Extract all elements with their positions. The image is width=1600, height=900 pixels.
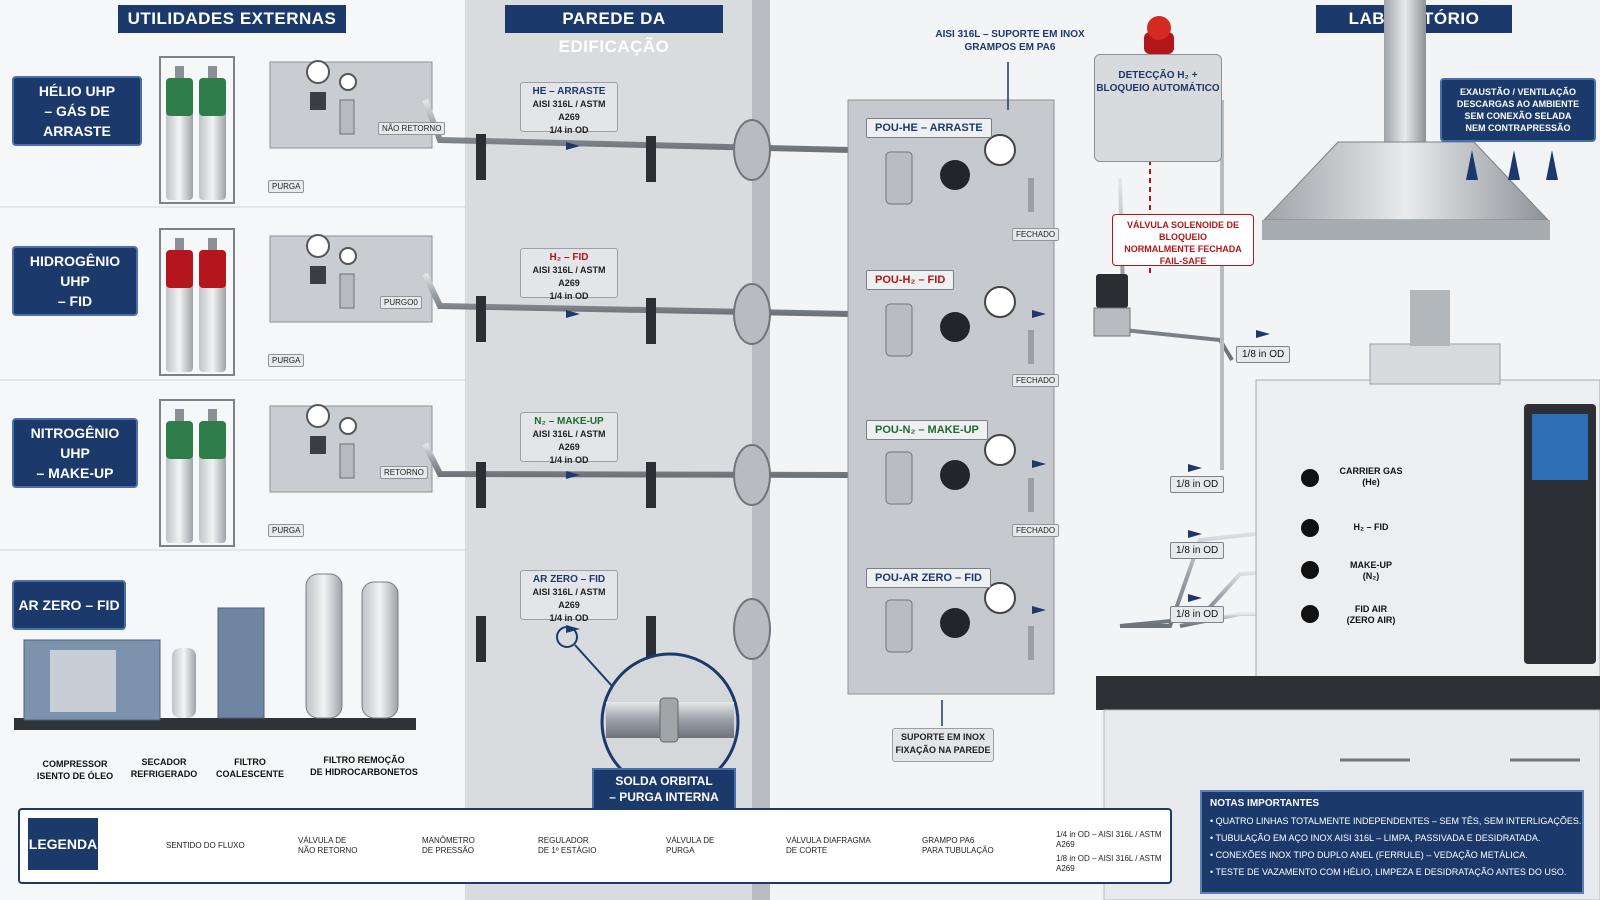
legend-title: LEGENDA [28,818,98,870]
pou-label-zero-air: POU-AR ZERO – FID [866,568,991,588]
gc-inlet-carrier: CARRIER GAS(He) [1339,466,1403,487]
note-item: • TESTE DE VAZAMENTO COM HÉLIO, LIMPEZA … [1210,867,1567,877]
cylinder-rack-h2 [159,228,235,376]
h2-detection-panel: DETECÇÃO H₂ +BLOQUEIO AUTOMÁTICO [1094,54,1222,162]
purge-tag-n2: PURGA [268,524,305,537]
check-valve-tag-h2: PURGO0 [380,296,422,309]
manifold-panel-n2 [232,404,433,516]
gas-label-nitrogen: NITROGÊNIO UHP– MAKE-UP [12,418,138,488]
header-external: UTILIDADES EXTERNAS [118,5,346,33]
gc-inlet-makeup: MAKE-UP(N₂) [1350,560,1392,581]
check-valve-tag-n2: RETORNO [380,466,428,479]
od-tag-4: 1/8 in OD [1170,606,1225,623]
closed-tag-h2: FECHADO [1012,374,1060,387]
closed-tag-n2: FECHADO [1012,524,1060,537]
od-tag-2: 1/8 in OD [1170,476,1225,493]
check-valve-tag-he: NÃO RETORNO [378,122,446,135]
gc-inlet-h2: H₂ – FID [1353,522,1389,532]
orbital-weld-label: SOLDA ORBITAL– PURGA INTERNA [592,768,736,812]
gc-inlet-fid-air: FID AIR(ZERO AIR) [1346,604,1396,625]
od-tag-1: 1/8 in OD [1236,346,1291,363]
gas-label-zero-air: AR ZERO – FID [12,580,126,630]
legend-tube-quarter: 1/4 in OD – AISI 316L / ASTM A269 [1056,830,1162,849]
pou-label-h2: POU-H₂ – FID [866,270,955,290]
manifold-panel-h2 [232,234,433,346]
gas-label-helium: HÉLIO UHP– GÁS DE ARRASTE [12,76,142,146]
closed-tag-he: FECHADO [1012,228,1060,241]
purge-tag-h2: PURGA [268,354,305,367]
note-item: • QUATRO LINHAS TOTALMENTE INDEPENDENTES… [1210,816,1582,826]
line-n2 [422,442,851,478]
gas-label-hydrogen: HIDROGÊNIO UHP– FID [12,246,138,316]
cylinder-rack-n2 [159,399,235,547]
pou-equipment [850,134,1120,660]
od-tag-3: 1/8 in OD [1170,542,1225,559]
line-he [422,98,851,153]
cylinder-rack-he [159,56,235,204]
legend-tube-eighth: 1/8 in OD – AISI 316L / ASTM A269 [1056,854,1162,873]
important-notes: NOTAS IMPORTANTES • QUATRO LINHAS TOTALM… [1200,790,1584,894]
note-item: • CONEXÕES INOX TIPO DUPLO ANEL (FERRULE… [1210,850,1528,860]
header-wall: PAREDE DA EDIFICAÇÃO [505,5,723,56]
manifold-panel-he [232,60,433,172]
pou-label-n2: POU-N₂ – MAKE-UP [866,420,988,440]
note-item: • TUBULAÇÃO EM AÇO INOX AISI 316L – LIMP… [1210,833,1541,843]
air-treatment-skid [14,573,470,730]
legend-item-flow: SENTIDO DO FLUXO [166,841,245,850]
pou-label-he: POU-HE – ARRASTE [866,118,992,138]
line-h2 [422,272,851,317]
purge-tag-he: PURGA [268,180,305,193]
